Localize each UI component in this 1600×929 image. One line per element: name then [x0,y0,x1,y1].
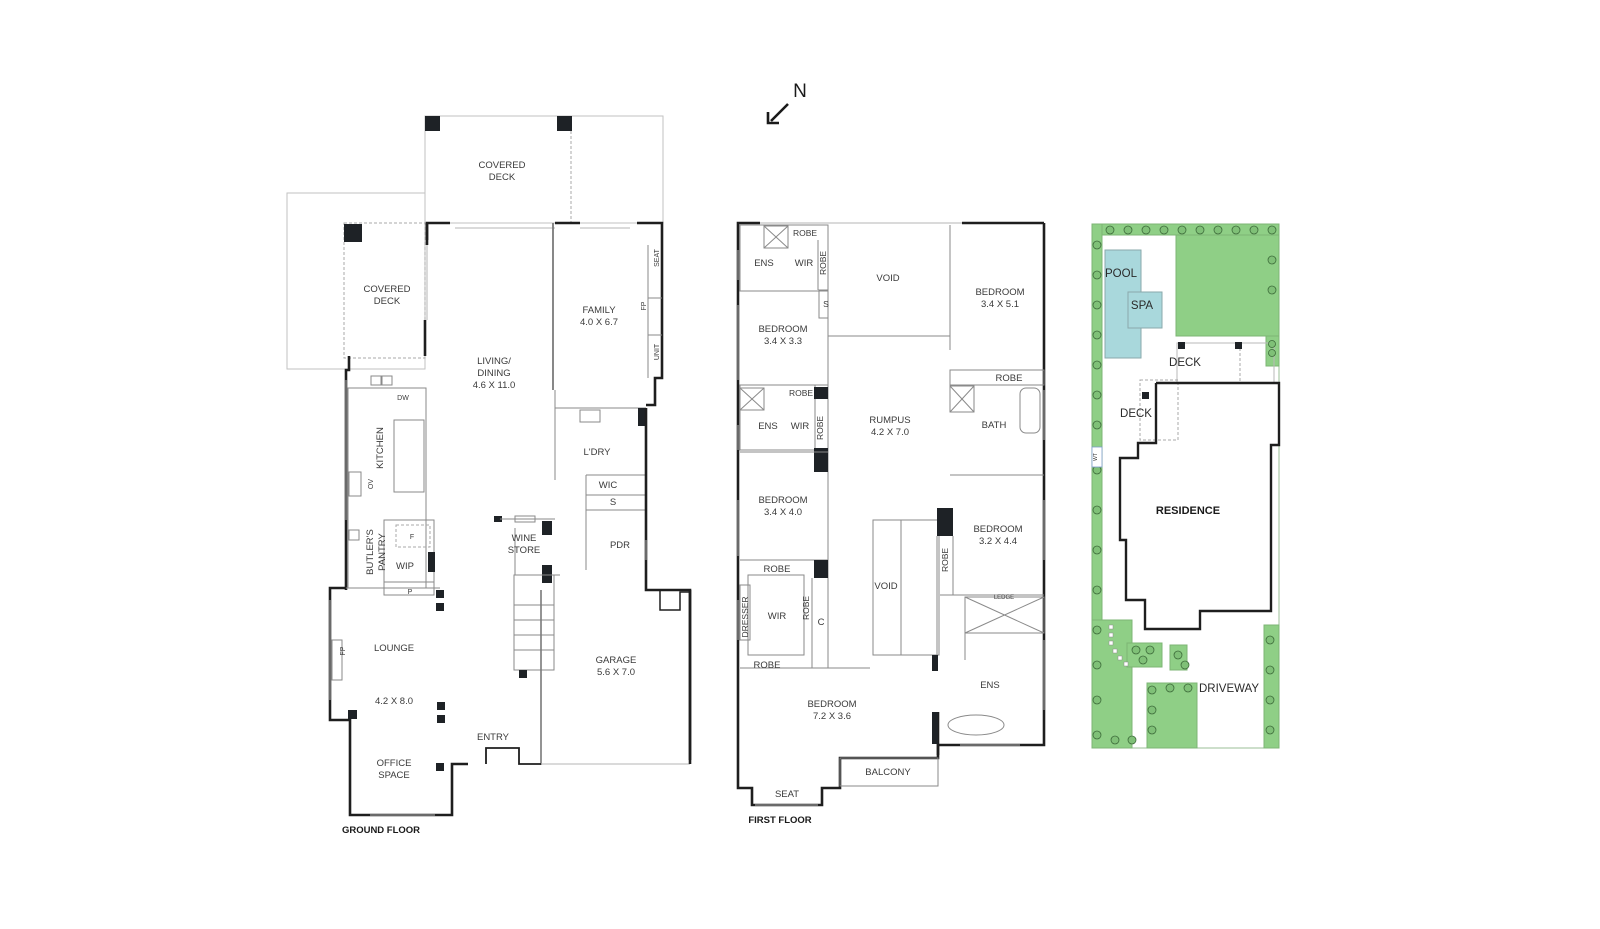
label-robe-1v: ROBE [818,251,828,275]
label-pdr: PDR [610,540,630,551]
label-robe-1: ROBE [793,228,817,238]
label-ledge: LEDGE [994,595,1014,601]
label-garage: GARAGE [596,655,637,666]
label-family-fp: FP [641,301,648,310]
label-residence: RESIDENCE [1156,505,1220,517]
label-bedroom-master-size: 7.2 X 3.6 [813,711,851,722]
label-bedroom-3: BEDROOM [758,495,807,506]
label-lounge: LOUNGE [374,643,414,654]
label-bedroom-1-size: 3.4 X 5.1 [981,299,1019,310]
label-dining: DINING [477,368,510,379]
label-family-seat: SEAT [654,248,661,266]
label-wir-2: WIR [791,421,810,432]
label-bedroom-3-size: 3.4 X 4.0 [764,507,802,518]
label-s: S [610,497,616,508]
label-spa: SPA [1131,300,1153,312]
label-deck-top: DECK [1169,357,1201,369]
label-robe-master-v: ROBE [801,596,811,620]
label-kitchen: KITCHEN [375,427,386,469]
label-void-top: VOID [876,273,899,284]
label-pool: POOL [1105,268,1138,280]
label-wt: WT [1093,453,1099,461]
label-bedroom-master: BEDROOM [807,699,856,710]
label-entry: ENTRY [477,732,510,743]
north-arrow-icon: N [766,81,807,125]
label-covered-deck-top-1: COVERED [479,160,526,171]
label-bedroom-4-size: 3.2 X 4.4 [979,536,1017,547]
label-robe-master-bottom: ROBE [754,660,781,671]
stepping-stones [1108,624,1129,667]
label-family-size: 4.0 X 6.7 [580,317,618,328]
label-ov: OV [368,479,375,489]
ground-floor-plan: COVERED DECK COVERED DECK FAMILY 4.0 X 6… [286,115,692,836]
label-covered-deck-left-2: DECK [374,296,401,307]
label-living-size: 4.6 X 11.0 [473,380,516,391]
label-family: FAMILY [582,305,616,316]
label-p: P [408,589,413,596]
label-deck-left: DECK [1120,408,1152,420]
label-dresser: DRESSER [740,596,750,637]
first-floor-plan: ROBE ENS WIR ROBE S VOID BEDROOM 3.4 X 5… [736,221,1046,826]
label-office: OFFICE [377,758,412,769]
label-store: STORE [508,545,541,556]
label-bedroom-2-size: 3.4 X 3.3 [764,336,802,347]
label-wic: WIC [599,480,618,491]
site-plan: WT POOL SPA DECK DECK RESIDENCE DRIVEWAY [1091,223,1281,749]
label-covered-deck-top-2: DECK [489,172,516,183]
label-wip: WIP [396,561,414,572]
label-rumpus-size: 4.2 X 7.0 [871,427,909,438]
label-balcony: BALCONY [865,767,911,778]
tree-icons [1092,225,1277,745]
first-floor-title: FIRST FLOOR [748,815,811,826]
label-family-unit: UNIT [654,343,661,360]
label-driveway: DRIVEWAY [1199,683,1259,695]
label-robe-2v: ROBE [815,416,825,440]
label-wir-1: WIR [795,258,814,269]
label-robe-master-top: ROBE [764,564,791,575]
label-c: C [818,617,825,628]
label-bedroom-2: BEDROOM [758,324,807,335]
label-lounge-size: 4.2 X 8.0 [375,696,413,707]
label-ens-2: ENS [758,421,778,432]
label-void-stair: VOID [874,581,897,592]
label-lounge-fp: FP [340,646,347,655]
label-dw: DW [397,395,409,402]
label-butlers: BUTLER'S [365,529,376,575]
label-wir-master: WIR [768,611,787,622]
label-robe-2: ROBE [789,388,813,398]
label-covered-deck-left-1: COVERED [364,284,411,295]
ground-floor-title: GROUND FLOOR [342,825,420,836]
label-wine: WINE [512,533,537,544]
label-s-1: S [823,299,829,309]
label-living: LIVING/ [477,356,511,367]
label-rumpus: RUMPUS [869,415,910,426]
label-ens-master: ENS [980,680,1000,691]
label-pantry: PANTRY [377,533,388,571]
label-robe-4v: ROBE [940,548,950,572]
label-laundry: L'DRY [584,447,612,458]
label-robe-bath: ROBE [996,373,1023,384]
label-fridge: F [410,534,414,541]
label-garage-size: 5.6 X 7.0 [597,667,635,678]
label-bedroom-4: BEDROOM [973,524,1022,535]
label-space: SPACE [378,770,410,781]
label-seat: SEAT [775,789,799,800]
north-label: N [793,81,807,102]
label-bath: BATH [982,420,1007,431]
label-bedroom-1: BEDROOM [975,287,1024,298]
label-ens-1: ENS [754,258,774,269]
